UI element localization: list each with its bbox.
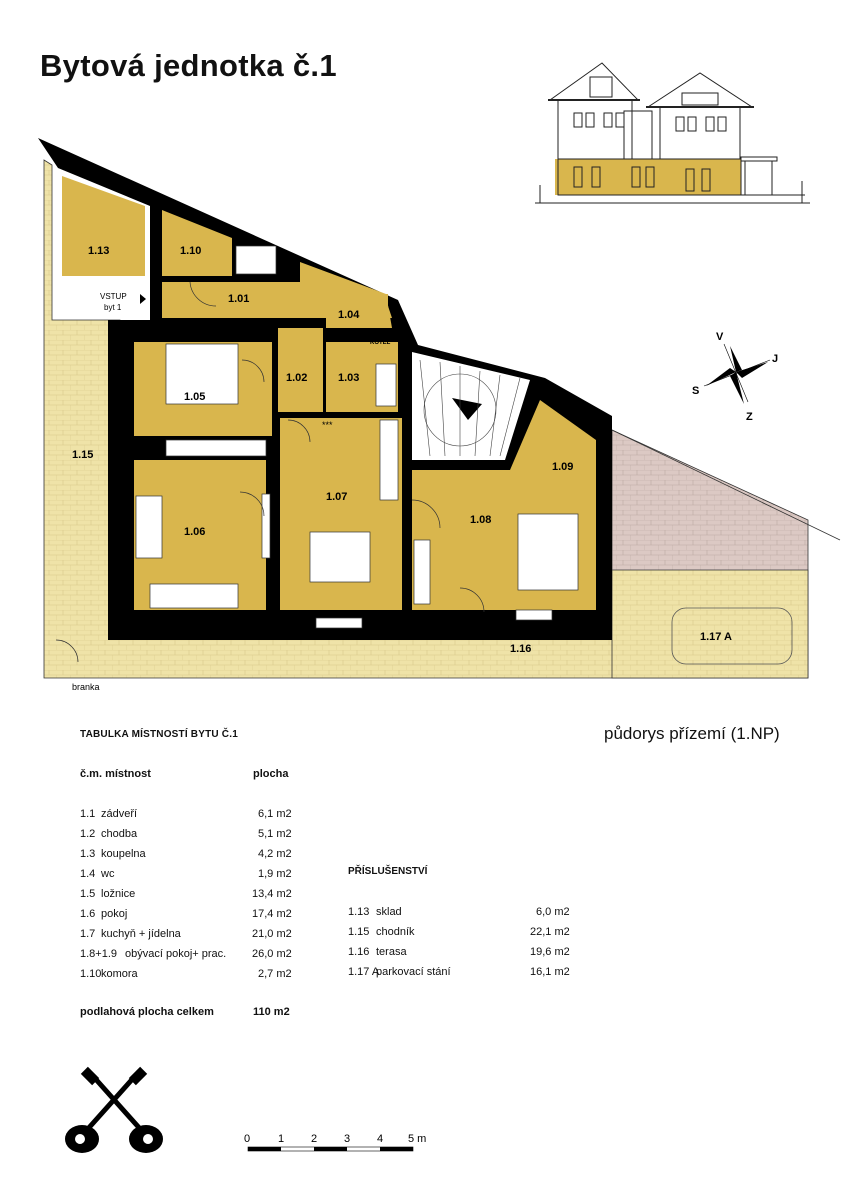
- room-label: 1.04: [338, 309, 360, 321]
- room-label: 1.03: [338, 372, 359, 384]
- svg-text:0: 0: [244, 1133, 250, 1145]
- total-label: podlahová plocha celkem: [80, 1006, 214, 1018]
- svg-text:5 m: 5 m: [408, 1133, 426, 1145]
- boiler-label: KOTEL: [370, 340, 391, 346]
- room-label: 1.09: [552, 461, 573, 473]
- svg-text:1: 1: [278, 1133, 284, 1145]
- header-room: č.m. místnost: [80, 768, 151, 780]
- plan-subtitle: půdorys přízemí (1.NP): [604, 724, 780, 743]
- room-label: 1.01: [228, 293, 249, 305]
- building-elevation-icon: [535, 62, 810, 204]
- entry-label: VSTUP: [100, 292, 127, 301]
- svg-text:3: 3: [344, 1133, 350, 1145]
- room-label: 1.10: [180, 245, 201, 257]
- page-title: Bytová jednotka č.1: [40, 48, 337, 83]
- total-value: 110 m2: [253, 1006, 290, 1018]
- room-label: 1.08: [470, 514, 491, 526]
- room-label: 1.17 A: [700, 631, 732, 643]
- gate-label: branka: [72, 682, 100, 692]
- svg-text:Z: Z: [746, 411, 753, 423]
- room-1-13: [62, 176, 145, 276]
- room-label: 1.06: [184, 526, 205, 538]
- room-1-10: [162, 210, 232, 276]
- svg-text:S: S: [692, 385, 699, 397]
- room-label: 1.07: [326, 491, 347, 503]
- header-area: plocha: [253, 768, 289, 780]
- floor-plan: 1.13 1.10 1.01 1.04 1.02 1.03 1.05 1.06 …: [38, 138, 841, 692]
- compass-icon: V J Z S: [692, 331, 778, 423]
- entry-unit-label: byt 1: [104, 303, 122, 312]
- stars-label: ***: [322, 420, 333, 430]
- parking-car-icon: [671, 607, 793, 665]
- room-label: 1.05: [184, 391, 205, 403]
- crossed-keys-logo-icon: [65, 1066, 163, 1153]
- accessories-title: PŘÍSLUŠENSTVÍ: [348, 866, 428, 877]
- svg-text:J: J: [772, 353, 778, 365]
- svg-text:2: 2: [311, 1133, 317, 1145]
- rooms-table-title: TABULKA MÍSTNOSTÍ BYTU Č.1: [80, 729, 238, 740]
- room-label: 1.15: [72, 449, 93, 461]
- svg-text:V: V: [716, 331, 724, 343]
- svg-text:4: 4: [377, 1133, 383, 1145]
- room-label: 1.16: [510, 643, 531, 655]
- scale-bar: 0 1 2 3 4 5 m: [244, 1133, 426, 1152]
- room-label: 1.13: [88, 245, 109, 257]
- room-1-02: [278, 328, 323, 412]
- room-label: 1.02: [286, 372, 307, 384]
- room-1-04: [326, 294, 388, 328]
